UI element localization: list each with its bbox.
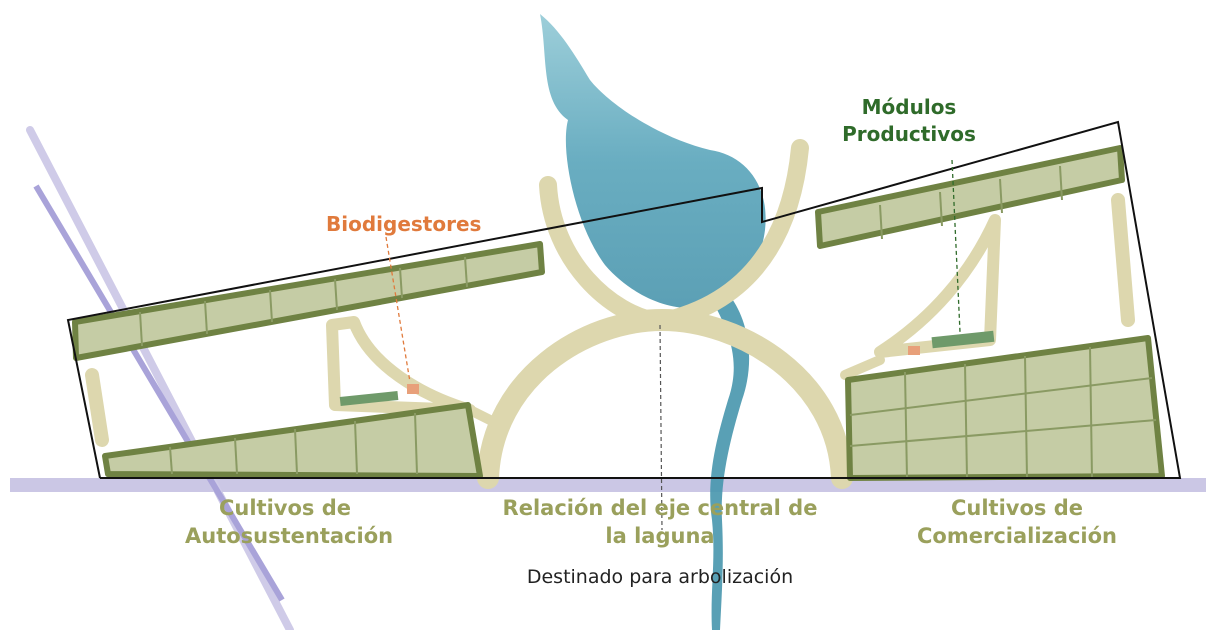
triangle-right	[874, 214, 1001, 358]
label-biodigestores-text: Biodigestores	[326, 212, 482, 236]
arc-upper-left	[539, 176, 669, 331]
leader-eje	[659, 324, 663, 531]
site-boundary	[66, 120, 1182, 479]
label-arbolizacion: Destinado para arbolización	[497, 565, 823, 591]
label-eje-central: Relación del eje central de la laguna	[500, 494, 820, 551]
central-axis-paths	[477, 139, 853, 489]
road-diagonal	[26, 126, 294, 630]
buffer-left	[85, 368, 109, 447]
label-modulos-productivos: Módulos Productivos	[826, 94, 992, 148]
label-modulos-line1: Módulos	[861, 95, 957, 119]
module-right	[931, 330, 995, 349]
label-arbolizacion-text: Destinado para arbolización	[526, 566, 794, 588]
biodigester-right	[908, 346, 920, 355]
lagoon	[540, 14, 766, 630]
arc-upper-right	[651, 139, 809, 331]
roads	[10, 126, 1206, 630]
leader-lines	[385, 159, 961, 531]
lagoon-shape	[540, 14, 766, 309]
label-cultivos-comercializacion: Cultivos de Comercialización	[910, 494, 1124, 551]
buffer-bottom-right	[840, 355, 885, 380]
biodigester-left	[407, 384, 419, 394]
label-modulos-line2: Productivos	[842, 122, 976, 146]
crop-beds	[72, 145, 1165, 481]
side-buffers	[85, 193, 1135, 447]
label-eje-line1: Relación del eje central de	[502, 496, 818, 520]
crop-bed-bottom-right	[845, 335, 1165, 481]
road-diagonal-inner	[33, 184, 285, 602]
label-auto-line2: Autosustentación	[185, 524, 394, 549]
arc-bottom	[477, 308, 853, 489]
biodigesters	[407, 346, 920, 394]
production-modules	[339, 330, 995, 407]
label-auto-line1: Cultivos de	[219, 496, 351, 520]
label-cultivos-autosustentacion: Cultivos de Autosustentación	[185, 494, 394, 551]
label-biodigestores: Biodigestores	[326, 211, 498, 238]
leader-biodigestores	[385, 236, 411, 383]
label-comer-line1: Cultivos de	[951, 496, 1083, 520]
crop-bed-bottom-left	[102, 402, 483, 479]
road-main	[10, 478, 1206, 492]
crop-bed-top-left	[72, 241, 545, 361]
crop-grid-lines	[139, 165, 1157, 479]
buffer-bottom-left	[465, 405, 505, 430]
buffer-right	[1111, 193, 1135, 327]
module-left	[339, 390, 399, 407]
crop-bed-top-right	[815, 145, 1125, 249]
label-eje-line2: la laguna	[605, 524, 715, 549]
label-comer-line2: Comercialización	[917, 524, 1117, 549]
leader-modulos	[951, 159, 961, 333]
stream	[710, 296, 750, 630]
